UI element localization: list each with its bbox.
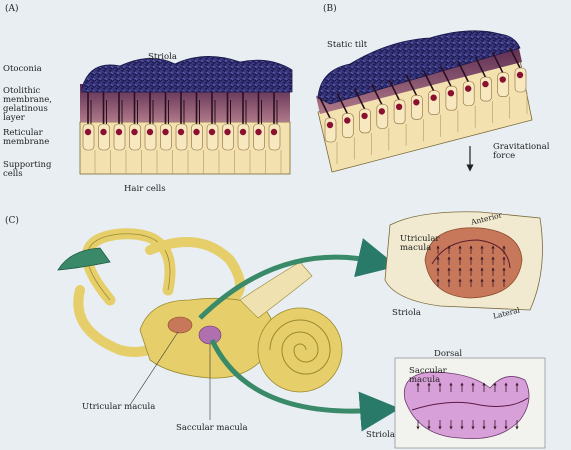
reticular-membrane-label-1: Reticular (3, 128, 43, 138)
hair-cell (319, 97, 338, 164)
hair-cell (405, 74, 424, 142)
otolithic-membrane-label-4: layer (3, 113, 25, 123)
striola-lower-label: Striola (366, 430, 395, 440)
hair-cell (474, 56, 493, 124)
hair-cell (175, 92, 189, 174)
gravitational-force-label-1: Gravitational (493, 142, 550, 152)
otoconia-label: Otoconia (3, 64, 42, 74)
saccular-macula-detail (394, 357, 546, 449)
hair-cell (440, 65, 459, 133)
static-tilt-label: Static tilt (327, 40, 368, 50)
cochlea (257, 307, 343, 393)
hair-cell (509, 47, 528, 114)
panel-b-label: (B) (323, 4, 337, 14)
hair-cell (82, 92, 96, 174)
otolithic-membrane-label-2: membrane, (3, 95, 52, 105)
hair-cell (268, 92, 282, 174)
dorsal-label: Dorsal (434, 349, 463, 359)
utricular-macula-detail (384, 211, 543, 311)
utricular-macula-label: Utricular macula (82, 402, 156, 412)
panel-c-label: (C) (5, 216, 19, 226)
hair-cell (129, 92, 142, 174)
hair-cells-label: Hair cells (124, 184, 166, 194)
hair-cell (371, 84, 390, 151)
striola-label: Striola (148, 52, 177, 62)
hair-cell (191, 92, 204, 174)
supporting-cells-label-2: cells (3, 169, 23, 179)
hair-cell (353, 88, 372, 155)
utricular-detail-label-1: Utricular (400, 234, 440, 244)
panel-a-cross-section (79, 56, 293, 175)
striola-upper-label: Striola (392, 308, 421, 318)
panel-a-label: (A) (5, 4, 19, 14)
hair-cell (457, 61, 476, 128)
otolithic-membrane-label-3: gelatinous (3, 104, 48, 114)
hair-cell (98, 92, 111, 174)
curved-arrow-icon (198, 238, 398, 320)
panel-c-labyrinth (57, 228, 400, 432)
hair-cell (222, 92, 235, 174)
hair-cell (388, 79, 407, 146)
supporting-cells-label-1: Supporting (3, 160, 52, 170)
panel-b-tilted-section (316, 30, 533, 173)
hair-cell (422, 70, 441, 137)
hair-cell (160, 92, 173, 174)
utricular-detail-label-2: macula (400, 243, 432, 253)
hair-cell (336, 93, 355, 160)
saccular-macula-label: Saccular macula (176, 423, 248, 433)
saccular-detail-label-1: Saccular (409, 366, 447, 376)
curved-arrow-icon (209, 338, 400, 432)
gravitational-force-label-2: force (493, 151, 516, 161)
hair-cell (237, 92, 251, 174)
hair-cell (206, 92, 220, 174)
hair-cell (253, 92, 266, 174)
hair-cell (492, 52, 511, 119)
hair-cell (113, 92, 127, 174)
otolithic-membrane-label-1: Otolithic (3, 86, 41, 96)
reticular-membrane-label-2: membrane (3, 137, 50, 147)
hair-cell (144, 92, 158, 174)
saccular-detail-label-2: macula (409, 375, 441, 385)
